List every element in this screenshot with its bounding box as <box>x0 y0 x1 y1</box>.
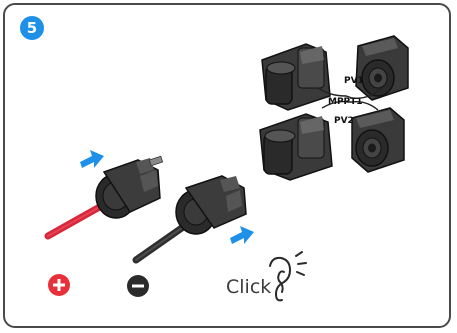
insert-arrow-left <box>80 150 104 168</box>
insert-arrow-right <box>230 226 254 244</box>
mppt-connector-group: PV1 MPPT1 PV2 <box>260 36 408 180</box>
arrow-icon <box>230 226 254 244</box>
mppt-label: MPPT1 <box>328 97 363 107</box>
pv1-positive-connector <box>356 36 408 100</box>
arrow-icon <box>80 150 104 168</box>
minus-icon <box>127 275 149 297</box>
pv1-negative-connector <box>262 44 330 110</box>
click-label: Click <box>226 276 271 298</box>
pv1-label: PV1 <box>344 76 364 86</box>
plus-icon <box>48 274 70 296</box>
pv2-negative-connector <box>260 114 332 180</box>
pv2-label: PV2 <box>334 116 354 126</box>
ear-icon <box>270 252 306 300</box>
positive-cable-connector <box>48 156 163 236</box>
pv2-positive-connector <box>352 108 404 172</box>
